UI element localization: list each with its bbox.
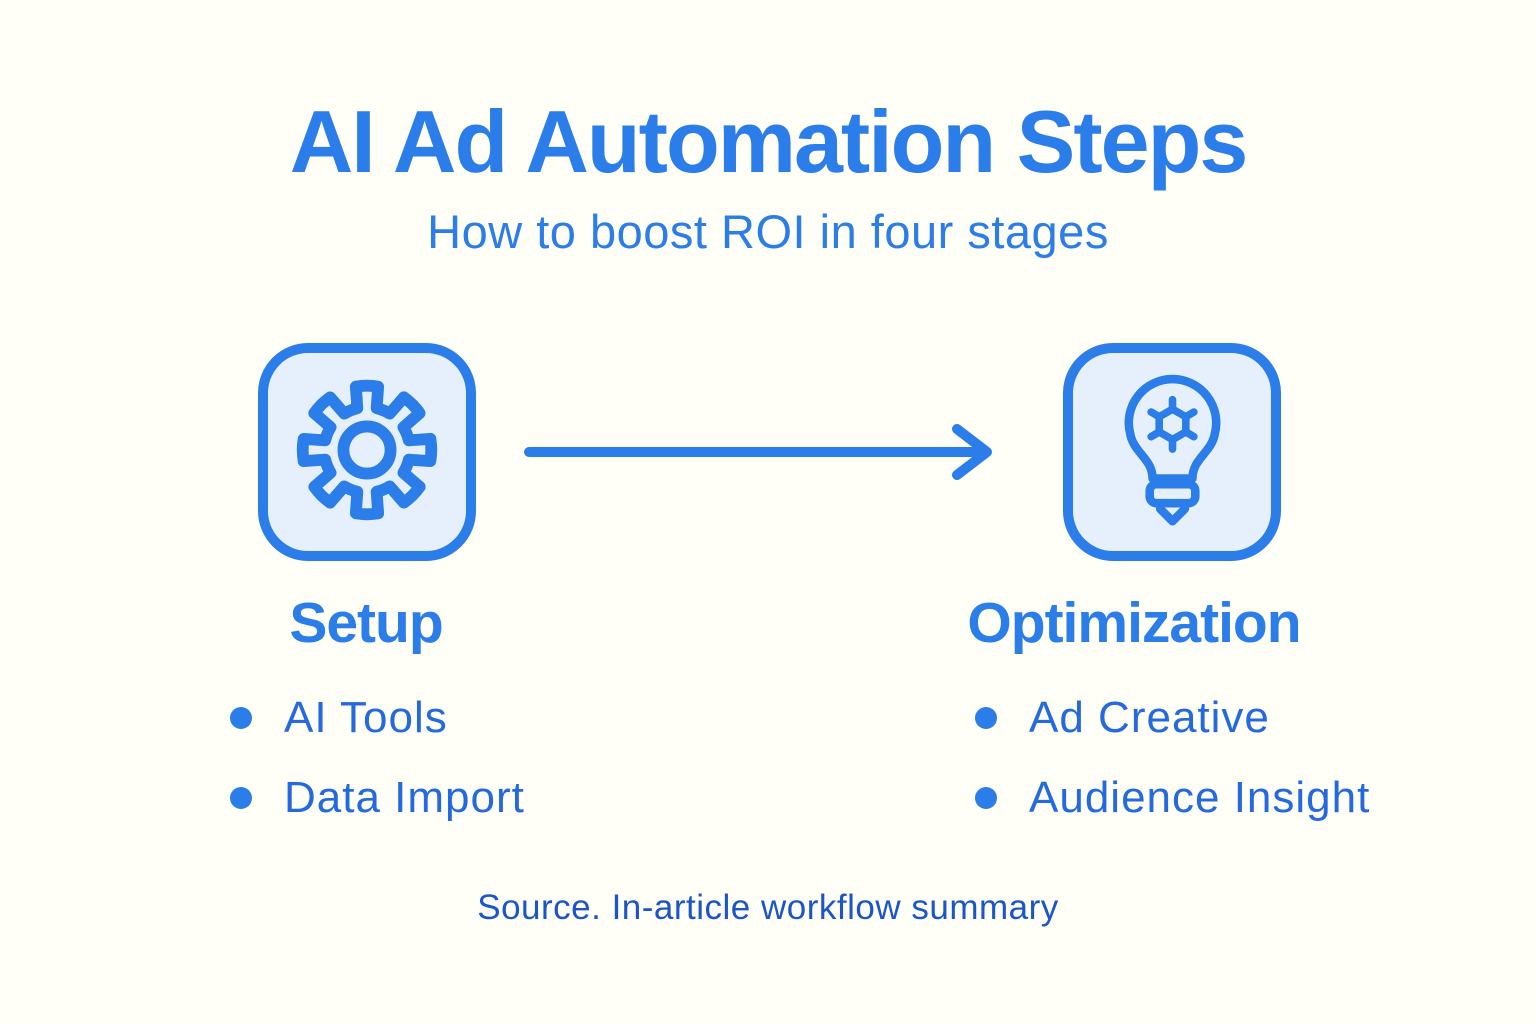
list-item: Audience Insight [975, 758, 1370, 838]
page-subtitle: How to boost ROI in four stages [427, 205, 1109, 258]
list-item: Ad Creative [975, 678, 1370, 758]
bullet-dot [975, 787, 997, 809]
bullet-dot [975, 707, 997, 729]
gear-icon [292, 375, 442, 530]
page-title: AI Ad Automation Steps [289, 92, 1249, 191]
lightbulb-icon [1120, 374, 1225, 531]
list-item: AI Tools [230, 678, 525, 758]
source-note: Source. In-article workflow summary [477, 888, 1059, 927]
bullet-dot [230, 787, 252, 809]
stage-optimization-icon-box [1063, 343, 1281, 561]
setup-bullet-list: AI Tools Data Import [230, 678, 525, 838]
list-item: Data Import [230, 758, 525, 838]
arrow-right-icon [521, 422, 1001, 482]
bullet-label: Audience Insight [1029, 773, 1371, 822]
bullet-label: Ad Creative [1029, 693, 1270, 742]
bullet-dot [230, 707, 252, 729]
stage-optimization-heading: Optimization [967, 591, 1301, 655]
stage-setup-icon-box [258, 343, 476, 561]
stage-setup-heading: Setup [289, 591, 443, 655]
bullet-label: Data Import [284, 773, 525, 822]
bullet-label: AI Tools [284, 693, 448, 742]
optimization-bullet-list: Ad Creative Audience Insight [975, 678, 1370, 838]
